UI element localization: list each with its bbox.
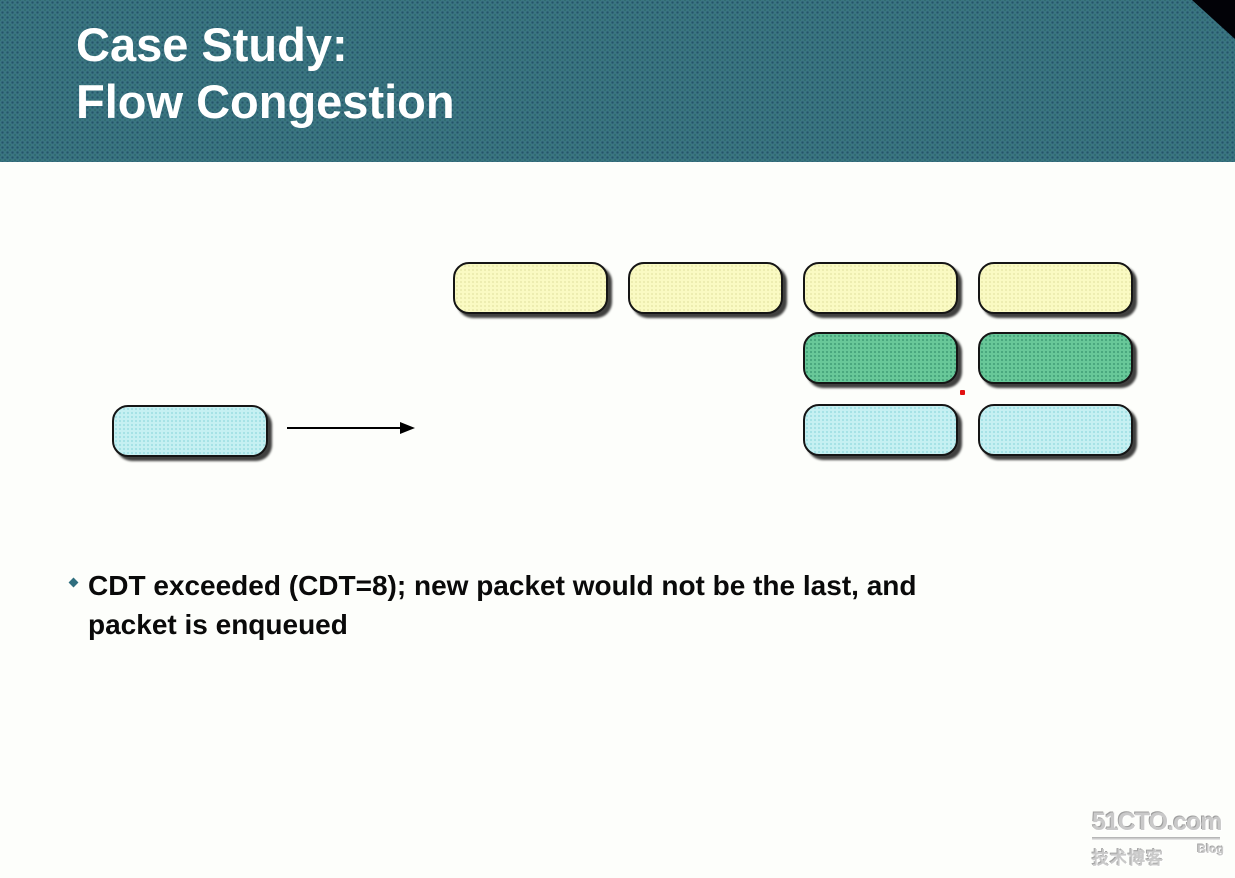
corner-triangle-decoration <box>1192 0 1235 39</box>
packet-rect-green <box>803 332 958 384</box>
packet-rect-yellow <box>803 262 958 314</box>
packet-rect-green <box>978 332 1133 384</box>
bullet-item: CDT exceeded (CDT=8); new packet would n… <box>68 566 1110 644</box>
packet-rect-yellow <box>453 262 608 314</box>
bullet-text-line2: packet is enqueued <box>88 609 348 640</box>
packet-rect-yellow <box>978 262 1133 314</box>
slide-title-line2: Flow Congestion <box>76 75 455 128</box>
watermark-tagline: 技术博客 <box>1092 849 1164 868</box>
watermark-51cto: 51CTO.com 技术博客 Blog <box>1092 808 1224 869</box>
watermark-divider <box>1092 837 1220 840</box>
bullet-text: CDT exceeded (CDT=8); new packet would n… <box>88 566 916 644</box>
slide-header: Case Study: Flow Congestion <box>0 0 1235 162</box>
packet-rect-cyan <box>803 404 958 456</box>
watermark-site-name: 51CTO.com <box>1092 808 1222 836</box>
bullet-text-line1: CDT exceeded (CDT=8); new packet would n… <box>88 570 917 601</box>
packet-rect-cyan <box>978 404 1133 456</box>
red-marker-dot <box>960 390 965 395</box>
slide-title: Case Study: Flow Congestion <box>0 0 1235 130</box>
bullet-diamond-icon <box>68 577 79 588</box>
slide-title-line1: Case Study: <box>76 18 348 71</box>
incoming-packet <box>112 405 268 457</box>
right-arrow-icon <box>287 422 415 434</box>
packet-rect-yellow <box>628 262 783 314</box>
watermark-blog-label: Blog <box>1197 842 1224 856</box>
